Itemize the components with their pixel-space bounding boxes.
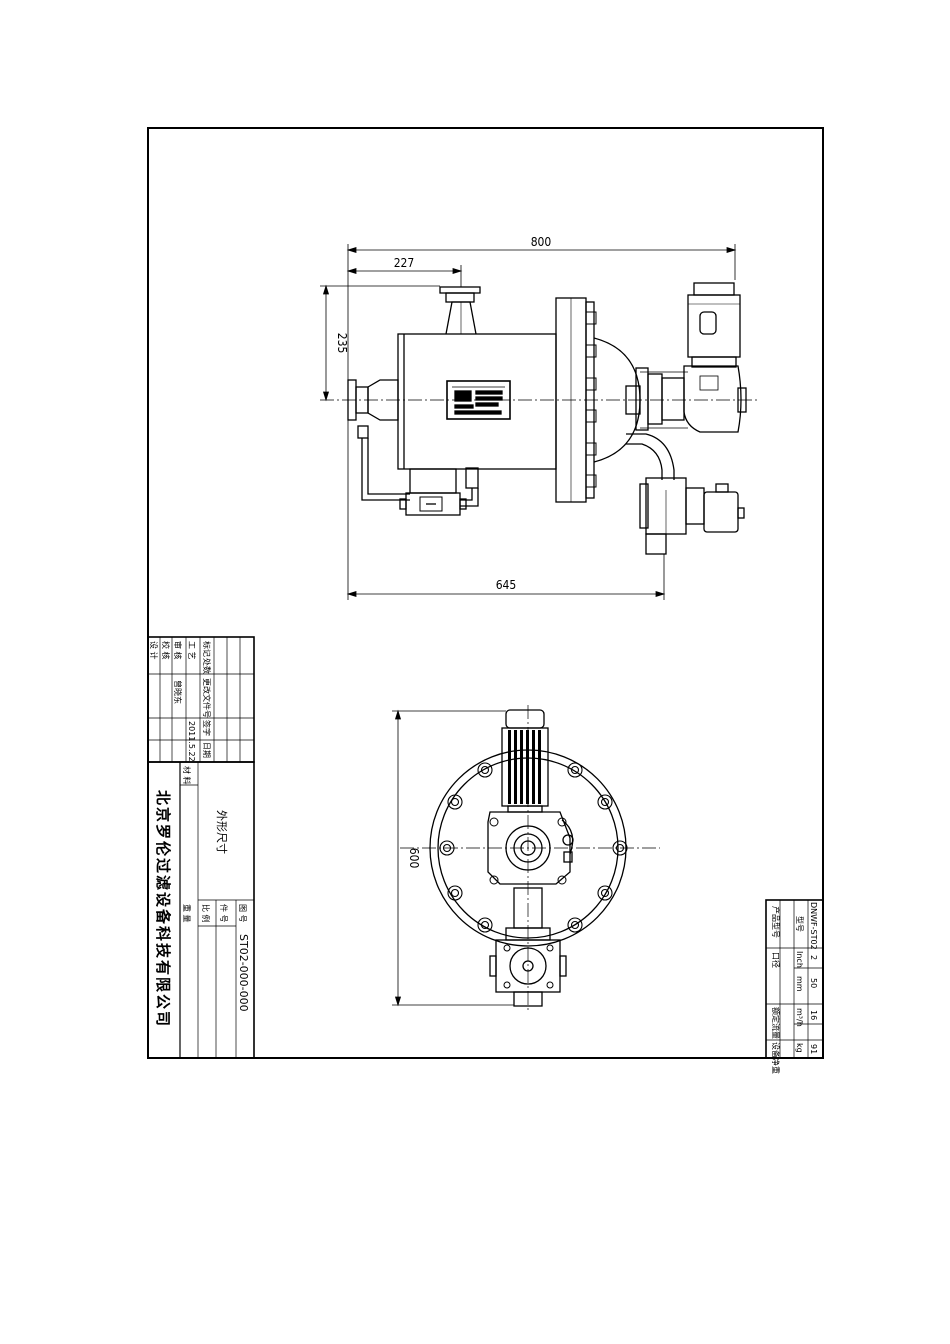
role-mark: 标记 — [202, 641, 212, 657]
weight-label: 重 量 — [182, 904, 192, 923]
spec-unit-inch: Inch — [795, 951, 804, 968]
dim-front-height: 600 — [407, 848, 421, 869]
drawing-title: 外形尺寸 — [215, 810, 229, 854]
drawing-number: ST02-000-000 — [237, 934, 250, 1012]
spec-type-label: 型号 — [795, 916, 804, 932]
sheet-label: 件 号 — [219, 904, 229, 923]
dim-inlet-offset: 227 — [394, 256, 415, 270]
spec-model-label: 产品型号 — [771, 906, 781, 938]
material-label: 材 料 — [182, 766, 192, 785]
role-count: 处数 — [202, 658, 212, 674]
spec-unit-mm: mm — [795, 976, 804, 992]
spec-value-mm: 50 — [809, 978, 818, 988]
role-change-file: 更改文件号 — [202, 678, 212, 718]
spec-weight-label: 设备净重 — [771, 1042, 781, 1074]
title-block — [147, 636, 255, 1059]
title-block-text: 标记 处数 更改文件号 签字 日期 设 计 校 核 审 核 工 艺 曾晓东 20… — [149, 641, 250, 1028]
staff-process: 工 艺 — [187, 641, 196, 660]
drawing-no-label: 图 号 — [238, 904, 247, 923]
designer-name: 曾晓东 — [173, 680, 183, 704]
spec-table — [765, 899, 824, 1059]
side-view-dimensions — [320, 244, 737, 600]
spec-unit-kg: kg — [795, 1043, 804, 1053]
staff-design: 设 计 — [149, 641, 159, 660]
role-date: 日期 — [202, 742, 211, 758]
spec-caliber-label: 口径 — [771, 952, 781, 968]
spec-unit-flow: m³/h — [795, 1008, 804, 1027]
scale-label: 比 例 — [201, 904, 211, 923]
spec-value-flow: 16 — [809, 1010, 818, 1020]
side-view — [320, 282, 760, 555]
drawing-frame — [147, 127, 824, 1059]
staff-review: 审 核 — [173, 641, 183, 660]
dim-base-length: 645 — [496, 578, 517, 592]
spec-model-value: DNWF-ST02 — [809, 902, 818, 950]
dim-inlet-height: 235 — [335, 333, 349, 354]
staff-check: 校 核 — [161, 641, 171, 660]
front-view-dimensions — [392, 709, 514, 1007]
spec-value-kg: 91 — [809, 1044, 818, 1054]
role-sign: 签字 — [202, 720, 212, 736]
drawing-date: 2011.5.22 — [187, 721, 196, 762]
front-view — [400, 705, 660, 1010]
spec-flow-label: 额定流量 — [771, 1007, 781, 1039]
dim-overall-length: 800 — [531, 235, 552, 249]
spec-value-inch: 2 — [809, 955, 818, 960]
company-name: 北京罗伦过滤设备科技有限公司 — [154, 790, 172, 1028]
spec-table-text: 产品型号 型号 DNWF-ST02 口径 Inch 2 mm 50 额定流量 m… — [771, 902, 818, 1074]
